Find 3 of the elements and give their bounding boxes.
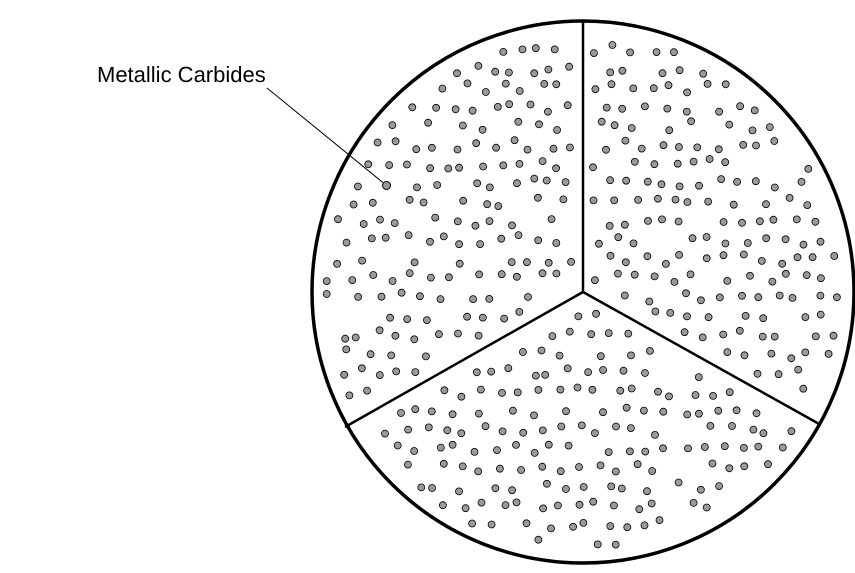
carbide-particle bbox=[382, 181, 391, 190]
callout-label: Metallic Carbides bbox=[97, 62, 266, 88]
leader-line bbox=[266, 88, 384, 184]
